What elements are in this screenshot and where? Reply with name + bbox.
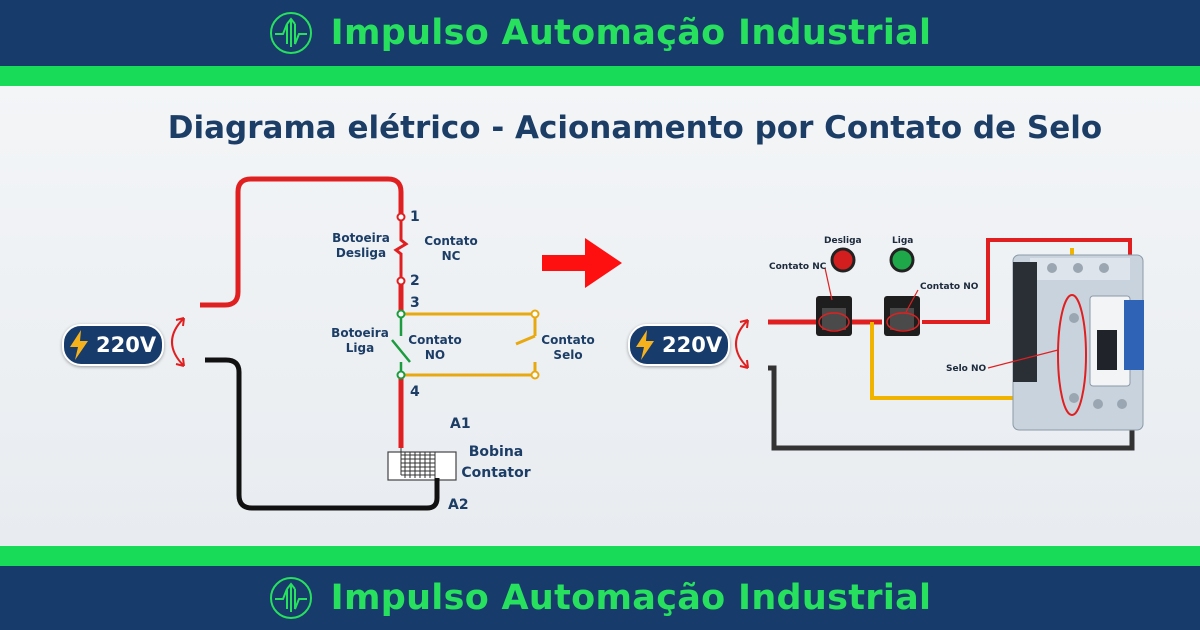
off-button bbox=[830, 247, 856, 273]
nc-highlight bbox=[818, 312, 850, 332]
curved-arrow-head-bottom-2 bbox=[739, 359, 749, 369]
circuit-logo-icon bbox=[269, 12, 312, 54]
contactor-bracket bbox=[1013, 262, 1037, 382]
wiring-neutral-wire bbox=[768, 365, 1135, 451]
header-banner: Impulso Automação Industrial bbox=[0, 0, 1200, 66]
seal-no-tag: Selo NO bbox=[946, 364, 987, 374]
footer-stripe bbox=[0, 546, 1200, 566]
curved-arrow-icon bbox=[735, 319, 749, 369]
background-panel bbox=[0, 86, 1200, 546]
nc-button-label: Botoeira Desliga bbox=[332, 231, 390, 260]
schematic-coil-winding bbox=[400, 448, 436, 478]
off-button-label: Desliga bbox=[824, 236, 862, 246]
schematic-terminal-3 bbox=[396, 309, 406, 319]
terminal-4-label: 4 bbox=[410, 384, 420, 400]
schematic-seal-terminal-top bbox=[530, 309, 540, 319]
contactor-screw-6 bbox=[1073, 263, 1083, 273]
brand-name: Impulso Automação Industrial bbox=[330, 13, 932, 53]
no-contact-label: Contato NO bbox=[408, 333, 462, 362]
arrow-right-icon bbox=[542, 238, 622, 288]
no-button-label: Botoeira Liga bbox=[331, 326, 389, 355]
pointer-seal bbox=[987, 349, 1059, 369]
voltage-badge-left: 220V bbox=[62, 324, 164, 366]
lightning-icon bbox=[70, 330, 88, 360]
nc-contact-tag: Contato NC bbox=[769, 262, 827, 272]
coil-a1-label: A1 bbox=[450, 416, 471, 432]
lightning-icon bbox=[636, 330, 654, 360]
terminal-2-label: 2 bbox=[410, 273, 420, 289]
coil-label: Bobina Contator bbox=[461, 444, 531, 481]
voltage-badge-right: 220V bbox=[628, 324, 730, 366]
circuit-logo-icon bbox=[269, 577, 312, 619]
contactor-screw-3 bbox=[1093, 399, 1103, 409]
coil-a2-label: A2 bbox=[448, 497, 469, 513]
contactor-screw-1 bbox=[1069, 313, 1079, 323]
contactor-blue-cover bbox=[1124, 300, 1144, 370]
schematic-terminal-1 bbox=[396, 212, 406, 222]
header-stripe bbox=[0, 66, 1200, 86]
schematic-coil-frame bbox=[387, 451, 457, 481]
curved-arrow-head-top bbox=[175, 317, 185, 327]
contactor-screw-5 bbox=[1047, 263, 1057, 273]
schematic-neutral-wire bbox=[205, 357, 440, 511]
curved-arrow-head-bottom bbox=[175, 357, 185, 367]
terminal-3-label: 3 bbox=[410, 295, 420, 311]
terminal-1-label: 1 bbox=[410, 209, 420, 225]
brand-name: Impulso Automação Industrial bbox=[330, 578, 932, 618]
contactor-window bbox=[1097, 330, 1117, 370]
contactor-screw-2 bbox=[1069, 393, 1079, 403]
on-button bbox=[889, 247, 915, 273]
contactor-screw-4 bbox=[1117, 399, 1127, 409]
schematic-terminal-4 bbox=[396, 370, 406, 380]
schematic-seal-terminal-bottom bbox=[530, 370, 540, 380]
curved-arrow-head-top-2 bbox=[739, 319, 749, 329]
seal-contact-label: Contato Selo bbox=[541, 333, 595, 362]
curved-arrow-icon bbox=[171, 317, 185, 367]
schematic-terminal-2 bbox=[396, 276, 406, 286]
nc-block-face bbox=[822, 308, 846, 330]
no-block-face bbox=[890, 308, 914, 330]
voltage-label: 220V bbox=[96, 333, 157, 357]
diagram-title: Diagrama elétrico - Acionamento por Cont… bbox=[167, 110, 1103, 146]
footer-banner: Impulso Automação Industrial bbox=[0, 566, 1200, 630]
pointer-nc bbox=[824, 267, 833, 301]
seal-highlight bbox=[1057, 294, 1087, 416]
pointer-no bbox=[905, 289, 919, 313]
voltage-label: 220V bbox=[662, 333, 723, 357]
on-button-label: Liga bbox=[892, 236, 914, 246]
schematic-nc-contact bbox=[393, 217, 409, 281]
nc-contact-label: Contato NC bbox=[424, 234, 478, 263]
contactor-screw-7 bbox=[1099, 263, 1109, 273]
no-highlight bbox=[886, 312, 920, 332]
schematic-phase-wire bbox=[200, 176, 404, 308]
wiring-wire-no-coil bbox=[922, 238, 1132, 324]
no-contact-tag: Contato NO bbox=[920, 282, 979, 292]
